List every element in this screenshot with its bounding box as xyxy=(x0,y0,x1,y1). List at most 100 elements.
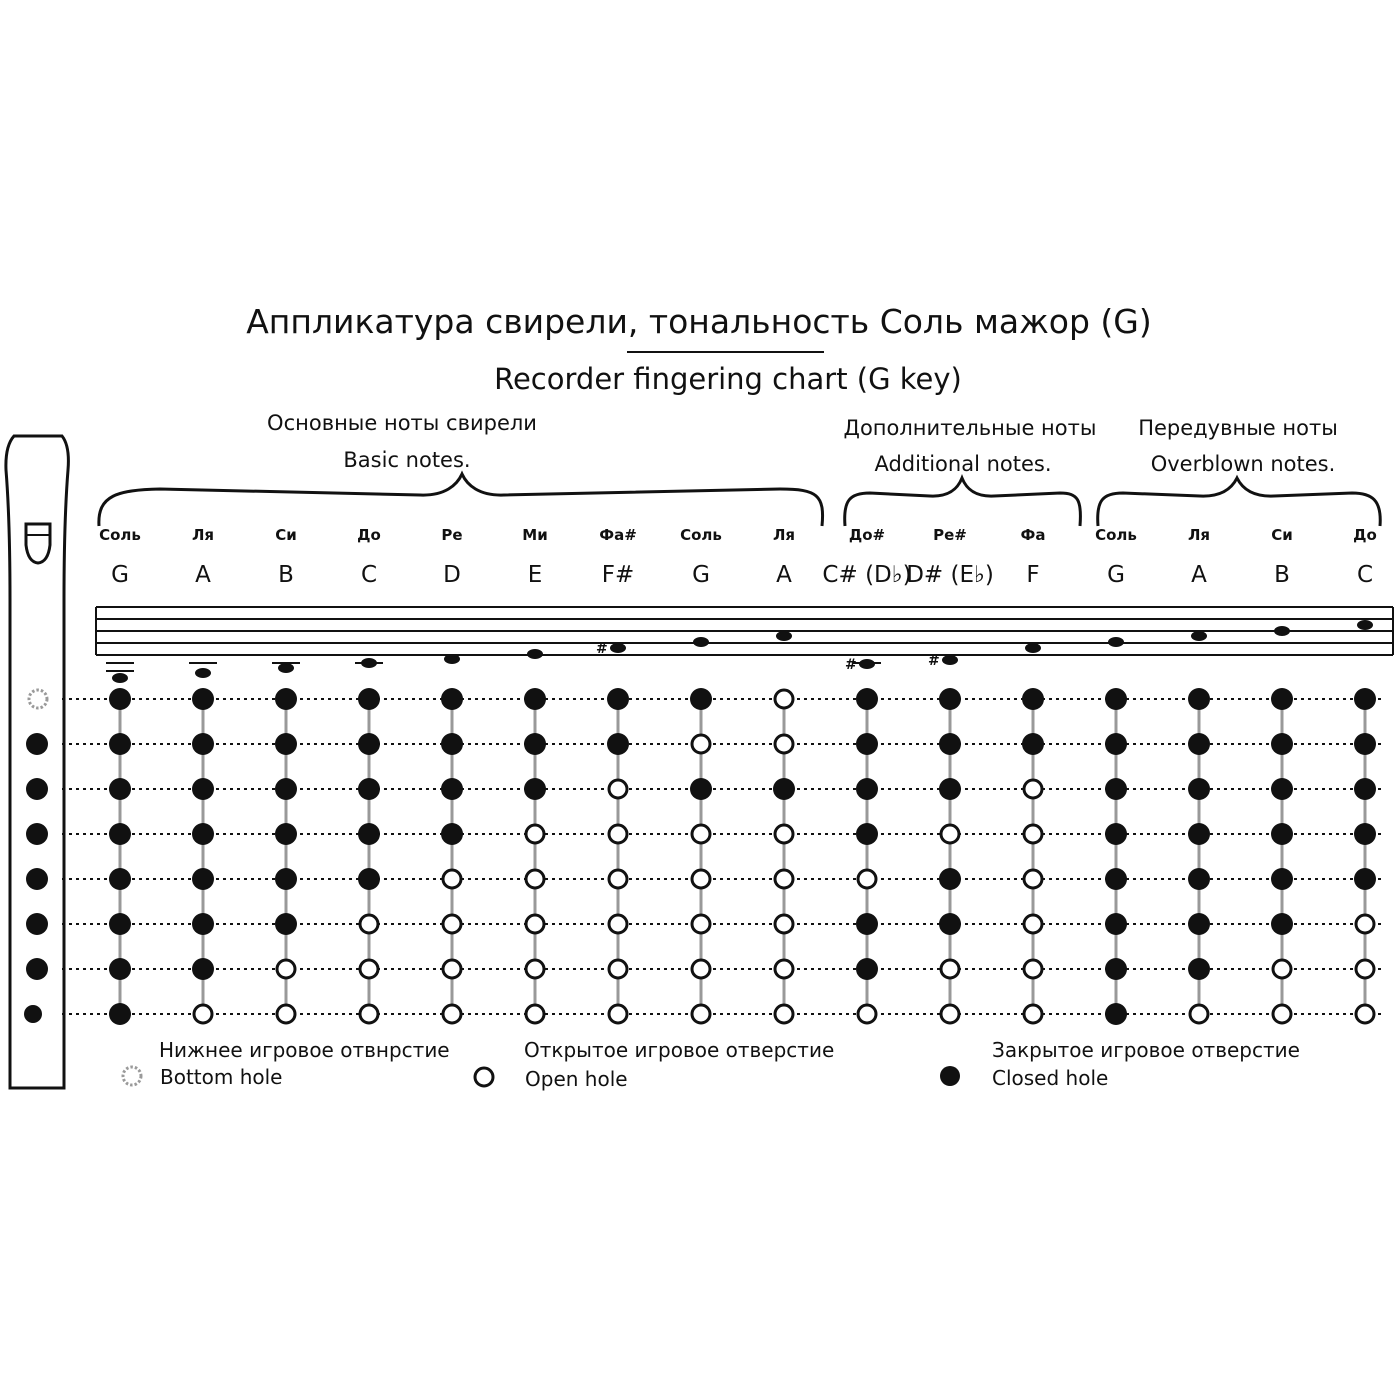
closed-hole xyxy=(1105,913,1127,935)
staff-note-head xyxy=(693,637,709,647)
note-name-en: B xyxy=(1274,562,1290,588)
closed-hole xyxy=(358,868,380,890)
group-overblown-label-ru: Передувные ноты xyxy=(1138,416,1338,440)
brace-basic xyxy=(97,470,825,527)
closed-hole xyxy=(1354,823,1376,845)
note-name-en: C xyxy=(1356,562,1374,588)
staff-note-head xyxy=(1357,620,1373,630)
closed-hole xyxy=(939,733,961,755)
staff-note-head xyxy=(1191,631,1207,641)
open-hole xyxy=(607,1003,629,1025)
closed-hole xyxy=(1188,913,1210,935)
open-hole xyxy=(1022,1003,1044,1025)
closed-hole xyxy=(192,868,214,890)
closed-hole xyxy=(1105,958,1127,980)
closed-hole xyxy=(607,688,629,710)
note-name-ru: Ре# xyxy=(933,526,967,544)
open-hole xyxy=(856,1003,878,1025)
note-name-en: B xyxy=(278,562,294,588)
staff-note-head xyxy=(1025,643,1041,653)
open-hole xyxy=(358,913,380,935)
open-hole xyxy=(690,958,712,980)
open-hole xyxy=(1188,1003,1210,1025)
closed-hole xyxy=(109,688,131,710)
open-hole xyxy=(607,958,629,980)
staff-note-head xyxy=(444,654,460,664)
closed-hole xyxy=(1188,688,1210,710)
open-hole xyxy=(939,958,961,980)
note-name-en: F xyxy=(1026,562,1040,588)
closed-hole xyxy=(1022,688,1044,710)
note-name-ru: Ми xyxy=(522,526,548,544)
closed-hole xyxy=(1354,868,1376,890)
closed-hole xyxy=(1188,823,1210,845)
staff-note-head xyxy=(859,659,875,669)
closed-hole xyxy=(1105,1003,1127,1025)
closed-hole xyxy=(1188,958,1210,980)
staff-note-head xyxy=(1108,637,1124,647)
staff-note-head xyxy=(361,658,377,668)
note-name-en: G xyxy=(692,562,710,588)
note-name-ru: Соль xyxy=(99,526,141,544)
open-hole xyxy=(441,958,463,980)
legend-closed-hole-ru: Закрытое игровое отверстие xyxy=(992,1038,1300,1062)
closed-hole xyxy=(524,778,546,800)
recorder-finger-hole xyxy=(26,958,48,980)
open-hole xyxy=(1271,958,1293,980)
group-additional-label-ru: Дополнительные ноты xyxy=(843,416,1097,440)
open-hole xyxy=(773,868,795,890)
open-hole xyxy=(939,1003,961,1025)
brace-overblown xyxy=(1096,474,1382,527)
recorder-icon xyxy=(4,434,70,1090)
open-hole xyxy=(773,733,795,755)
legend-open-hole-ru: Открытое игровое отверстие xyxy=(524,1038,835,1062)
open-hole xyxy=(1271,1003,1293,1025)
closed-hole xyxy=(939,688,961,710)
recorder-finger-hole xyxy=(26,733,48,755)
open-hole xyxy=(773,913,795,935)
open-hole xyxy=(773,1003,795,1025)
closed-hole xyxy=(1271,688,1293,710)
open-hole xyxy=(524,913,546,935)
hole-grid xyxy=(62,698,1385,1015)
closed-hole xyxy=(524,688,546,710)
staff-note-head xyxy=(776,631,792,641)
closed-hole xyxy=(1271,868,1293,890)
closed-hole xyxy=(192,958,214,980)
note-name-ru: До# xyxy=(848,526,886,544)
closed-hole xyxy=(1188,733,1210,755)
finger-holes xyxy=(109,688,1376,1025)
closed-hole xyxy=(192,823,214,845)
note-name-en: C xyxy=(360,562,378,588)
recorder-finger-hole xyxy=(26,823,48,845)
closed-hole xyxy=(1105,733,1127,755)
open-hole xyxy=(773,688,795,710)
closed-hole xyxy=(275,913,297,935)
note-name-en: E xyxy=(527,562,543,588)
closed-hole xyxy=(939,913,961,935)
sharp-sign: # xyxy=(928,653,940,669)
closed-hole xyxy=(109,958,131,980)
open-hole xyxy=(690,733,712,755)
closed-hole xyxy=(109,778,131,800)
recorder-finger-hole xyxy=(26,868,48,890)
closed-hole xyxy=(109,913,131,935)
open-hole xyxy=(1354,1003,1376,1025)
closed-hole xyxy=(441,823,463,845)
open-hole xyxy=(1022,913,1044,935)
legend-bottom-hole-ru: Нижнее игровое отвнрстие xyxy=(159,1038,450,1062)
closed-hole xyxy=(192,778,214,800)
open-hole xyxy=(524,958,546,980)
group-overblown-label-en: Overblown notes. xyxy=(1150,452,1336,476)
closed-hole xyxy=(856,733,878,755)
open-hole xyxy=(275,958,297,980)
note-name-en: A xyxy=(776,562,792,588)
open-hole xyxy=(358,1003,380,1025)
note-name-ru: Ля xyxy=(1187,526,1211,544)
sharp-sign: # xyxy=(845,657,857,673)
closed-hole xyxy=(856,688,878,710)
closed-hole xyxy=(1271,823,1293,845)
note-name-en: A xyxy=(1191,562,1207,588)
group-basic-label-en: Basic notes. xyxy=(343,448,471,472)
open-hole xyxy=(856,868,878,890)
